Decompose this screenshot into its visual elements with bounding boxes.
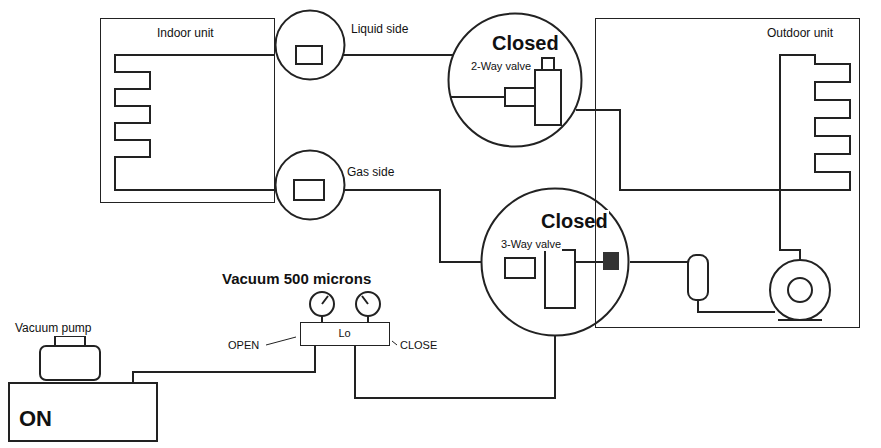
part-name: Vacuum pump (14, 322, 92, 336)
manifold-gauge: Lo (300, 322, 390, 346)
part-name: 2-Way valve (470, 60, 532, 73)
flare-nut (294, 180, 324, 200)
valve-state: OPEN (228, 339, 259, 352)
flare-nut (296, 46, 322, 64)
circle-outline (276, 11, 345, 80)
vacuum-pump: Vacuum pumpON (8, 382, 158, 442)
callout-heading: ON (18, 406, 53, 431)
circle-outline (276, 151, 345, 220)
part-name: Liquid side (350, 23, 409, 37)
callout-heading: Closed (540, 210, 609, 233)
compressor (770, 260, 830, 320)
part-name: 3-Way valve (500, 238, 562, 251)
circle-outline (274, 9, 346, 81)
gauge-needle (322, 296, 368, 304)
hose-pipe (343, 54, 453, 56)
hose-pipe (344, 190, 481, 262)
accumulator (688, 255, 708, 300)
flare-joint-circle: Liquid side (274, 9, 346, 81)
outdoor-unit-housing: Outdoor unit (595, 18, 860, 328)
valve-state: CLOSE (400, 339, 437, 352)
vacuum-reading: Vacuum 500 microns (222, 270, 371, 287)
flare-nut (505, 258, 535, 278)
pump-handle (55, 336, 85, 346)
callout-heading: Closed (491, 32, 560, 55)
part-name: Outdoor unit (766, 27, 834, 41)
flare-joint-circle: Gas side (274, 149, 346, 221)
valve-detail-circle: Closed 2-Way valve (447, 12, 583, 148)
circle-outline (449, 14, 582, 147)
service-port (603, 252, 619, 270)
indoor-coil (115, 55, 275, 190)
part-name: Indoor unit (156, 27, 215, 41)
valve-pipe (450, 96, 505, 98)
leader-line (266, 337, 296, 345)
hose-pipe (133, 346, 315, 382)
valve-detail-circle: Closed 3-Way valve (480, 187, 630, 337)
part-name: Gas side (346, 166, 395, 180)
pump-motor (40, 346, 100, 380)
valve-body (535, 70, 561, 125)
compressor-core (788, 278, 812, 302)
flare-nut (505, 88, 535, 106)
liquid-pipe (576, 110, 815, 190)
suction-pipe (630, 261, 688, 263)
compressor-feet (778, 319, 822, 321)
suction-pipe (698, 300, 775, 312)
valve-body (545, 250, 575, 308)
indoor-unit-housing: Indoor unit (100, 18, 275, 203)
valve-stem (542, 58, 554, 70)
outdoor-coil (780, 55, 850, 260)
valve-pipe (575, 261, 603, 263)
leader-line (392, 341, 397, 345)
part-name: Lo (337, 327, 351, 340)
circle-outline (274, 149, 346, 221)
circle-outline (482, 189, 629, 336)
